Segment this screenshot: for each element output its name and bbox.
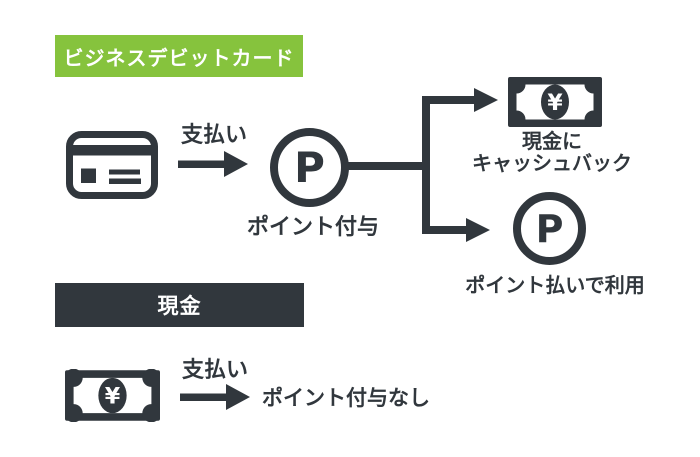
points-awarded-label: ポイント付与 [246,215,379,240]
cashback-label-line1: 現金に [522,129,582,153]
cashback-label: 現金に キャッシュバック [452,130,652,174]
branch-connector [348,88,498,242]
cash-section-label: 現金 [55,283,304,327]
no-points-label: ポイント付与なし [262,386,430,410]
point-circle-icon: P [270,128,349,207]
cashback-label-line2: キャッシュバック [472,151,632,175]
cash-bill-icon: ¥ [65,369,160,422]
point-circle-icon-small: P [513,192,586,265]
cash-bill-icon: ¥ [508,77,602,127]
use-points-label: ポイント払いで利用 [465,273,645,297]
cash-section-label-text: 現金 [157,294,202,318]
yen-symbol: ¥ [547,91,563,116]
arrow-right-icon [180,384,250,410]
point-letter: P [294,143,325,192]
payment-label-debit: 支払い [180,123,247,148]
point-letter: P [535,206,564,251]
arrow-right-icon [178,151,248,177]
credit-card-icon [66,131,158,199]
debit-card-section-label-text: ビジネスデビットカード [63,45,295,70]
debit-card-section-label: ビジネスデビットカード [55,35,303,77]
yen-symbol: ¥ [105,384,121,410]
payment-label-cash: 支払い [181,358,248,383]
